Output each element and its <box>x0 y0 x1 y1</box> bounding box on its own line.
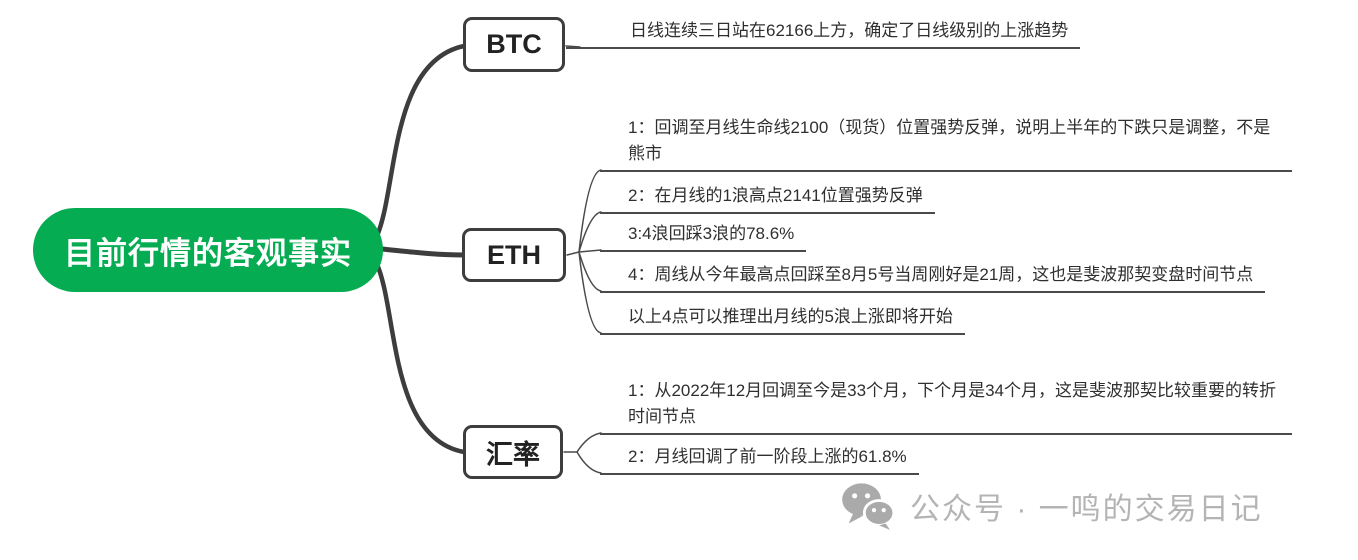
branch-curve-root-eth <box>379 246 467 258</box>
leaf-curve-rate-1 <box>576 432 602 453</box>
branch-node-eth[interactable]: ETH <box>462 228 566 282</box>
leaf-eth-point-3[interactable]: 3:4浪回踩3浪的78.6% <box>600 221 807 252</box>
leaf-curve-eth-4 <box>578 251 602 292</box>
leaf-rate-point-1[interactable]: 1：从2022年12月回调至今是33个月，下个月是34个月，这是斐波那契比较重要… <box>600 378 1292 435</box>
leaf-eth-conclusion[interactable]: 以上4点可以推理出月线的5浪上涨即将开始 <box>600 304 965 335</box>
leaf-eth-point-4[interactable]: 4：周线从今年最高点回踩至8月5号当周刚好是21周，这也是斐波那契变盘时间节点 <box>600 262 1266 293</box>
watermark: 公众号 · 一鸣的交易日记 <box>840 482 1263 530</box>
branch-curve-root-rate <box>373 259 467 455</box>
root-node[interactable]: 目前行情的客观事实 <box>33 208 383 292</box>
leaf-curve-eth-stub <box>566 251 580 256</box>
leaf-rate-point-2[interactable]: 2：月线回调了前一阶段上涨的61.8% <box>600 444 919 475</box>
branch-curve-root-btc <box>373 43 467 241</box>
leaf-curve-eth-3 <box>578 249 602 253</box>
leaf-curve-eth-5 <box>578 251 602 334</box>
wechat-icon <box>842 483 896 530</box>
leaf-curve-eth-1 <box>578 169 602 253</box>
branch-node-rate[interactable]: 汇率 <box>463 425 563 479</box>
leaf-curve-eth-2 <box>578 211 602 253</box>
watermark-text: 公众号 · 一鸣的交易日记 <box>910 493 1263 526</box>
leaf-eth-point-1[interactable]: 1：回调至月线生命线2100（现货）位置强势反弹，说明上半年的下跌只是调整，不是… <box>600 115 1292 172</box>
leaf-eth-point-2[interactable]: 2：在月线的1浪高点2141位置强势反弹 <box>600 183 935 214</box>
leaf-btc-daily-trend[interactable]: 日线连续三日站在62166上方，确定了日线级别的上涨趋势 <box>566 18 1081 49</box>
leaf-curve-rate-2 <box>576 451 602 474</box>
branch-node-btc[interactable]: BTC <box>463 17 565 72</box>
